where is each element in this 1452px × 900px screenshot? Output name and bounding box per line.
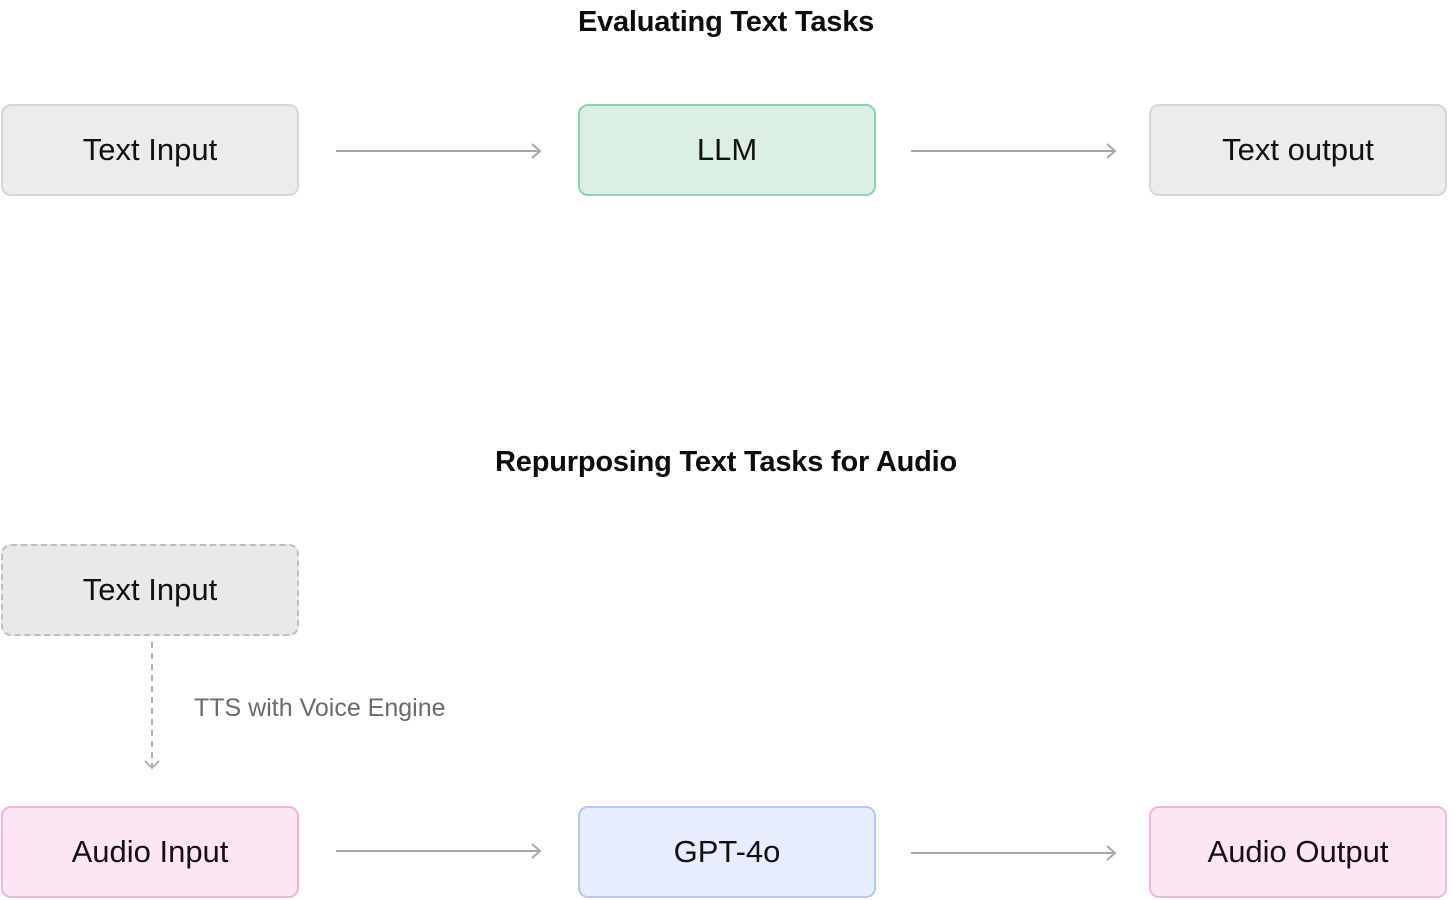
node-text-input: Text Input [1, 104, 299, 196]
arrow-right-icon [911, 845, 1117, 861]
node-audio-output: Audio Output [1149, 806, 1447, 898]
node-audio-input: Audio Input [1, 806, 299, 898]
section-title-evaluating: Evaluating Text Tasks [577, 6, 875, 38]
node-gpt-4o: GPT-4o [578, 806, 876, 898]
arrow-right-icon [336, 143, 542, 159]
node-text-output: Text output [1149, 104, 1447, 196]
arrow-right-icon [336, 843, 542, 859]
node-llm: LLM [578, 104, 876, 196]
node-text-input-dashed: Text Input [1, 544, 299, 636]
arrow-right-icon [911, 143, 1117, 159]
section-title-repurposing: Repurposing Text Tasks for Audio [495, 446, 957, 478]
edge-label-tts: TTS with Voice Engine [194, 694, 446, 722]
dashed-arrow-down-icon [144, 642, 160, 770]
